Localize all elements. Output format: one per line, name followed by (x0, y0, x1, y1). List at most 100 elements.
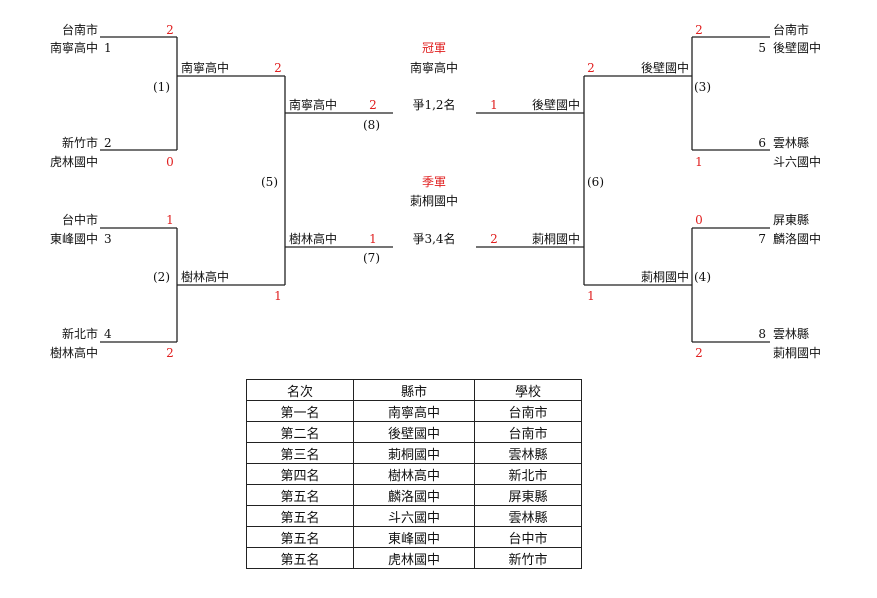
tournament-bracket: 台南市 南寧高中 1 2 新竹市 虎林國中 2 0 台中市 東峰國中 3 1 新… (50, 22, 821, 360)
table-row: 第一名 南寧高中 台南市 (246, 400, 582, 422)
rank-cell: 第五名 (246, 484, 354, 506)
rank-cell: 第一名 (246, 400, 354, 422)
third-left-team: 樹林高中 (289, 231, 337, 246)
rank-cell: 第三名 (246, 442, 354, 464)
final-left-score: 2 (369, 98, 377, 112)
team-city: 雲林縣 (773, 327, 809, 341)
col2-cell: 虎林國中 (353, 547, 475, 569)
table-row: 第五名 斗六國中 雲林縣 (246, 505, 582, 527)
team-seed: 5 (758, 41, 766, 55)
qf-score: 1 (274, 289, 282, 303)
match-number: (3) (694, 80, 711, 94)
bronze-school: 莿桐國中 (410, 193, 458, 208)
col2-cell: 後壁國中 (353, 421, 475, 443)
qf-winner: 樹林高中 (181, 269, 229, 284)
rank-cell: 第二名 (246, 421, 354, 443)
match-number: (4) (694, 270, 711, 284)
final-right-score: 1 (490, 98, 498, 112)
qf-score: 2 (587, 61, 595, 75)
col2-cell: 麟洛國中 (353, 484, 475, 506)
final-match: 冠軍 南寧高中 南寧高中 2 爭1,2名 1 後壁國中 (8) (289, 41, 580, 132)
match-number: (6) (587, 175, 604, 189)
final-left-team: 南寧高中 (289, 97, 337, 112)
team-school: 後壁國中 (773, 40, 821, 55)
qf-winner: 莿桐國中 (641, 269, 689, 284)
col3-cell: 新竹市 (474, 547, 582, 569)
team-school: 樹林高中 (50, 345, 98, 360)
table-row: 第四名 樹林高中 新北市 (246, 463, 582, 485)
team-city: 台南市 (773, 22, 809, 37)
team-seed: 3 (104, 232, 112, 246)
col2-cell: 南寧高中 (353, 400, 475, 422)
col3-cell: 台中市 (474, 526, 582, 548)
match-number: (5) (261, 175, 278, 189)
team-school: 南寧高中 (50, 40, 98, 55)
results-table: 名次 縣市 學校 第一名 南寧高中 台南市 第二名 後壁國中 台南市 第三名 莿… (246, 379, 582, 569)
col2-cell: 東峰國中 (353, 526, 475, 548)
qf-score: 1 (587, 289, 595, 303)
team-seed: 8 (758, 327, 766, 341)
team-city: 台中市 (62, 212, 98, 227)
table-row: 第五名 麟洛國中 屏東縣 (246, 484, 582, 506)
match-number: (2) (153, 270, 170, 284)
table-row: 第五名 虎林國中 新竹市 (246, 547, 582, 569)
champion-school: 南寧高中 (410, 60, 458, 75)
table-row: 第三名 莿桐國中 雲林縣 (246, 442, 582, 464)
third-place-match: 季軍 莿桐國中 樹林高中 1 爭3,4名 2 莿桐國中 (7) (289, 175, 580, 265)
left-team-3: 台中市 東峰國中 3 1 (50, 212, 174, 246)
team-city: 新竹市 (62, 135, 98, 150)
team-seed: 6 (758, 136, 766, 150)
champion-title: 冠軍 (422, 41, 446, 55)
rank-cell: 第五名 (246, 526, 354, 548)
col3-cell: 雲林縣 (474, 442, 582, 464)
team-seed: 7 (758, 232, 766, 246)
team-school: 斗六國中 (773, 154, 821, 169)
team-seed: 2 (104, 136, 112, 150)
table-row: 第五名 東峰國中 台中市 (246, 526, 582, 548)
col2-cell: 樹林高中 (353, 463, 475, 485)
team-seed: 1 (104, 41, 112, 55)
team-school: 麟洛國中 (773, 231, 821, 246)
team-city: 雲林縣 (773, 136, 809, 150)
table-header-row: 名次 縣市 學校 (246, 379, 582, 401)
rank-cell: 第四名 (246, 463, 354, 485)
team-school: 莿桐國中 (773, 345, 821, 360)
team-city: 屏東縣 (773, 213, 809, 227)
table-row: 第二名 後壁國中 台南市 (246, 421, 582, 443)
col3-cell: 台南市 (474, 400, 582, 422)
col3-cell: 屏東縣 (474, 484, 582, 506)
left-bracket-lines (100, 36, 393, 343)
team-score: 0 (695, 213, 703, 227)
final-right-team: 後壁國中 (532, 97, 580, 112)
qf-score: 2 (274, 61, 282, 75)
match-number: (1) (153, 80, 170, 94)
team-seed: 4 (104, 327, 112, 341)
team-school: 虎林國中 (50, 154, 98, 169)
team-school: 東峰國中 (50, 231, 98, 246)
team-city: 新北市 (62, 326, 98, 341)
third-right-team: 莿桐國中 (532, 231, 580, 246)
team-score: 0 (166, 155, 174, 169)
team-score: 2 (695, 23, 703, 37)
header-school: 學校 (474, 379, 582, 401)
match-number: (8) (363, 118, 380, 132)
right-team-7: 屏東縣 麟洛國中 7 0 (695, 213, 821, 246)
qf-winner: 後壁國中 (641, 60, 689, 75)
header-rank: 名次 (246, 379, 354, 401)
left-team-4: 新北市 樹林高中 4 2 (50, 326, 174, 360)
col3-cell: 台南市 (474, 421, 582, 443)
qf-winner: 南寧高中 (181, 60, 229, 75)
right-team-6: 雲林縣 斗六國中 6 1 (695, 136, 821, 169)
rank-cell: 第五名 (246, 547, 354, 569)
third-right-score: 2 (490, 232, 498, 246)
left-team-2: 新竹市 虎林國中 2 0 (50, 135, 174, 169)
team-city: 台南市 (62, 22, 98, 37)
bronze-title: 季軍 (422, 175, 446, 189)
col2-cell: 斗六國中 (353, 505, 475, 527)
col3-cell: 新北市 (474, 463, 582, 485)
right-team-8: 雲林縣 莿桐國中 8 2 (695, 327, 821, 360)
final-label: 爭1,2名 (412, 97, 455, 112)
rank-cell: 第五名 (246, 505, 354, 527)
team-score: 2 (166, 346, 174, 360)
left-team-1: 台南市 南寧高中 1 2 (50, 22, 174, 55)
